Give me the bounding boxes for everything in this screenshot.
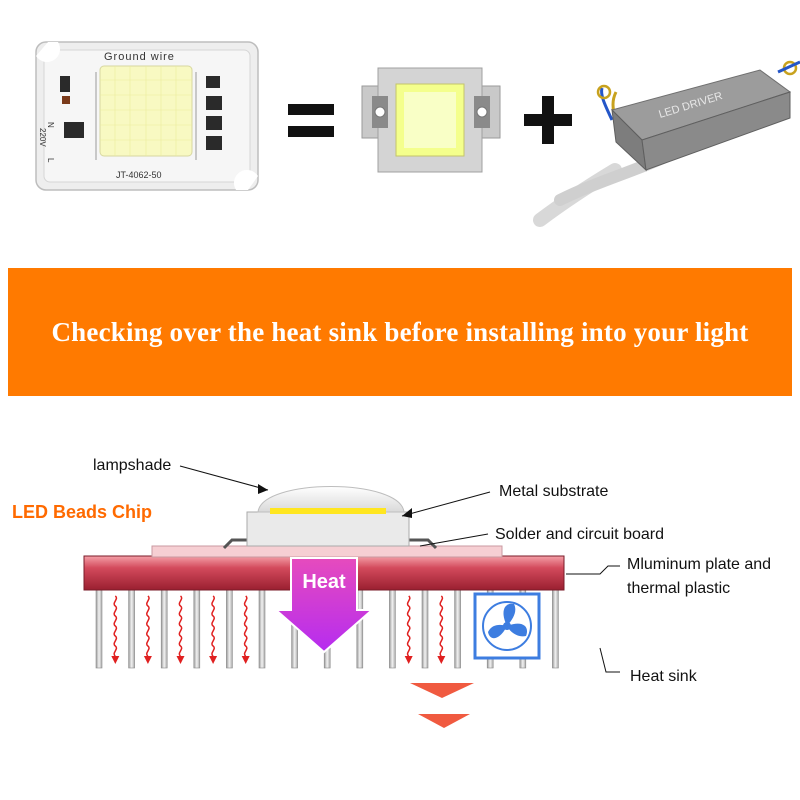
fin	[421, 589, 429, 669]
solder-circuit-board-label: Solder and circuit board	[495, 526, 664, 543]
heat-flow-arrow	[146, 595, 150, 657]
heat-sink-label: Heat sink	[630, 668, 697, 685]
cob-model-label: JT-4062-50	[116, 170, 162, 180]
fin	[389, 589, 396, 669]
top-illustration: Ground wire N 220V L JT-4062-50	[35, 41, 800, 227]
heat-flow-arrow	[406, 595, 411, 657]
heat-flow-arrowhead	[404, 656, 413, 664]
heat-flow-arrowhead	[176, 656, 185, 664]
metal-substrate	[246, 511, 410, 547]
metal-substrate-label: Metal substrate	[499, 483, 609, 500]
down-arrow-2	[418, 714, 470, 728]
heat-flow-arrowhead	[437, 656, 446, 664]
fin	[193, 589, 201, 669]
led-chip	[361, 67, 501, 173]
fin	[128, 589, 135, 669]
heat-label: Heat	[302, 571, 346, 593]
mount-hole-tl	[36, 42, 61, 63]
heat-flow-arrow	[211, 595, 215, 657]
heat-flow-arrowhead	[241, 656, 250, 664]
chip-emitter-strip	[270, 508, 386, 514]
heat-flow-arrow	[113, 595, 118, 657]
heat-arrow: Heat	[273, 557, 375, 654]
heat-flow-arrow	[178, 595, 183, 657]
led-beads-chip-label: LED Beads Chip	[12, 502, 153, 522]
fin	[95, 589, 103, 669]
lampshade-label: lampshade	[93, 457, 172, 474]
fan-icon	[473, 592, 541, 660]
mount-hole-br	[233, 169, 258, 190]
cob-side-l: L	[46, 158, 55, 163]
aluminum-plate-label-line2: thermal plastic	[627, 580, 731, 597]
equals-sign	[288, 104, 334, 137]
fin	[226, 589, 233, 669]
cob-module: Ground wire N 220V L JT-4062-50	[35, 41, 259, 191]
heat-sink-diagram: Heat	[83, 465, 620, 728]
cob-top-label: Ground wire	[104, 51, 175, 63]
fin	[160, 589, 168, 669]
solder-circuit-board	[151, 545, 503, 558]
led-driver: LED DRIVER	[533, 60, 800, 227]
aluminum-plate-label-line1: Mluminum plate and	[627, 556, 772, 573]
lampshade	[257, 486, 405, 513]
cob-side-n: N	[46, 122, 55, 128]
headline-text: Checking over the heat sink before insta…	[51, 316, 749, 347]
headline-banner: Checking over the heat sink before insta…	[8, 268, 792, 396]
fin	[552, 589, 559, 669]
heat-flow-arrow	[439, 595, 444, 657]
heat-flow-arrowhead	[209, 656, 218, 664]
fin	[258, 589, 266, 669]
cob-side-voltage: 220V	[38, 128, 47, 147]
down-arrow-1	[410, 683, 474, 698]
fin	[454, 589, 461, 669]
heat-flow-arrow	[243, 595, 248, 657]
heat-flow-arrowhead	[111, 656, 120, 664]
heat-flow-arrowhead	[143, 656, 152, 664]
plus-sign	[524, 96, 572, 144]
